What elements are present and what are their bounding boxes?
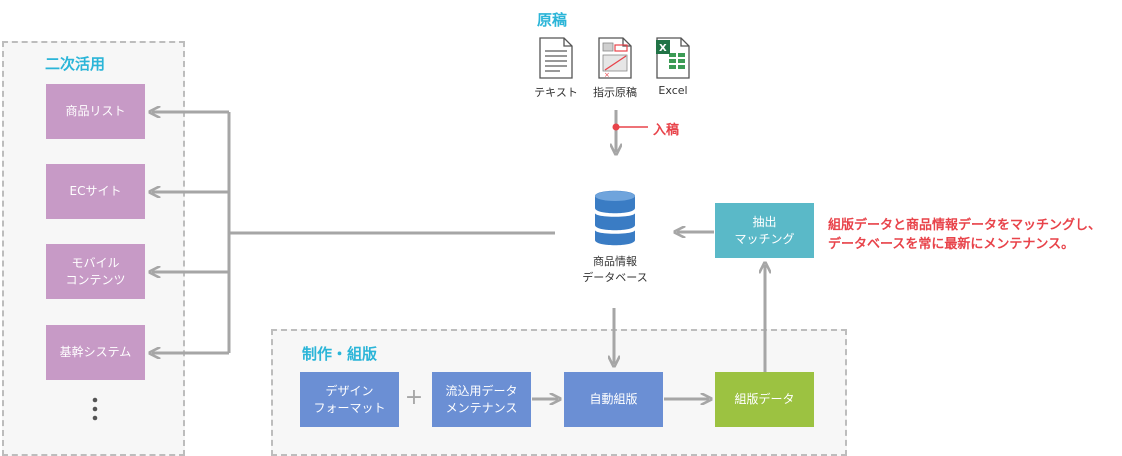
core-system-box: 基幹システム bbox=[46, 325, 145, 380]
mobile-content-box: モバイル コンテンツ bbox=[46, 244, 145, 299]
input-label: 入稿 bbox=[653, 123, 680, 138]
plus-sign: + bbox=[404, 385, 424, 410]
matching-note: 組版データと商品情報データをマッチングし、 データベースを常に最新にメンテナンス… bbox=[828, 218, 1102, 252]
input-marker-dot bbox=[612, 123, 620, 131]
matching-box: 抽出 マッチング bbox=[715, 203, 814, 258]
database-label: 商品情報 データベース bbox=[582, 255, 648, 284]
more-items-icon bbox=[92, 397, 98, 421]
typeset-data-box: 組版データ bbox=[715, 372, 814, 427]
text-document-icon bbox=[539, 37, 573, 79]
design-format-box: デザイン フォーマット bbox=[300, 372, 399, 427]
auto-typeset-box: 自動組版 bbox=[564, 372, 663, 427]
ec-site-box: ECサイト bbox=[46, 164, 145, 219]
production-title: 制作・組版 bbox=[302, 345, 378, 363]
database-icon bbox=[595, 190, 635, 246]
svg-text:X: X bbox=[659, 43, 667, 54]
product-list-box: 商品リスト bbox=[46, 84, 145, 139]
text-document-label: テキスト bbox=[534, 86, 578, 99]
svg-text:×: × bbox=[604, 71, 610, 79]
excel-file-label: Excel bbox=[658, 84, 688, 97]
excel-file-icon: X bbox=[656, 37, 690, 79]
marked-document-icon: × bbox=[598, 37, 632, 79]
sources-title: 原稿 bbox=[537, 11, 568, 29]
data-maintenance-box: 流込用データ メンテナンス bbox=[432, 372, 531, 427]
marked-document-label: 指示原稿 bbox=[593, 86, 637, 99]
secondary-use-title: 二次活用 bbox=[45, 55, 106, 73]
